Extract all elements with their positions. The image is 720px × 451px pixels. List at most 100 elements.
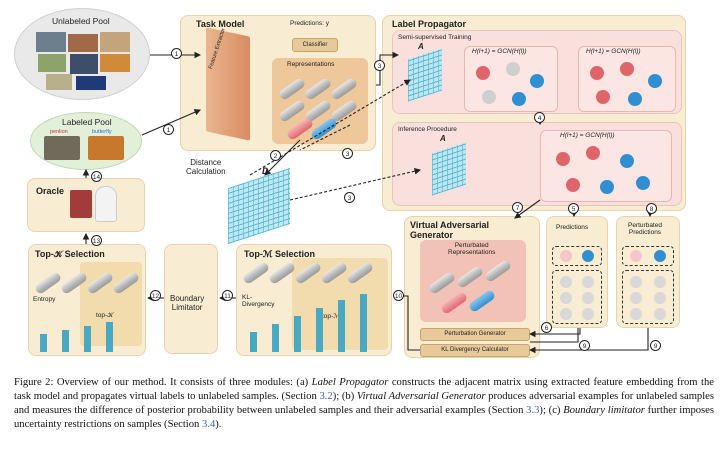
bar (40, 334, 47, 352)
label-propagator-title: Label Propagator (392, 19, 467, 29)
semi-supervised-label: Semi-supervised Training (398, 34, 472, 41)
graph-node (482, 90, 496, 104)
prediction-circle (560, 308, 572, 320)
step-number: 3 (374, 60, 385, 71)
labeled-tag-butterfly: butterfly (92, 129, 112, 135)
prediction-circle (582, 276, 594, 288)
prediction-circle (630, 250, 642, 262)
predictions-y-label: Predictions: y (290, 20, 330, 27)
graph-node (620, 62, 634, 76)
distance-calculation-label: Distance Calculation (186, 158, 226, 176)
kl-calculator-box: KL Divergency Calculator (420, 344, 530, 357)
step-number: 11 (222, 290, 233, 301)
step-number: 3 (344, 192, 355, 203)
prediction-circle (654, 250, 666, 262)
graph-node (636, 176, 650, 190)
unlabeled-images-collage (36, 32, 132, 92)
bar (294, 316, 301, 352)
labeled-pool-label: Labeled Pool (62, 117, 112, 127)
prediction-circle (654, 276, 666, 288)
step-number: 10 (393, 290, 404, 301)
top-m-small-label: top-ℳ (322, 313, 341, 320)
prediction-circle (654, 292, 666, 304)
dash-3a (299, 124, 351, 151)
bar (250, 332, 257, 352)
bar (272, 324, 279, 352)
representations-label: Representations (287, 61, 335, 68)
caption-ref[interactable]: 3.2 (319, 391, 333, 402)
caption-ref[interactable]: 3.4 (202, 419, 216, 430)
caption-vag: Virtual Adversarial Generator (356, 391, 486, 402)
graph-node (648, 74, 662, 88)
bar (62, 330, 69, 352)
bar (316, 308, 323, 352)
arrow-1b (141, 109, 202, 136)
oracle-doctor-icon (95, 186, 117, 222)
step-number: 9 (650, 340, 661, 351)
step-number: 5 (568, 203, 579, 214)
graph-node (596, 90, 610, 104)
bar (106, 322, 113, 352)
classifier-box: Classifier (292, 38, 338, 52)
arrow-10 (392, 292, 420, 351)
graph-node (620, 154, 634, 168)
caption-bl: Boundary limitator (563, 405, 645, 416)
graph-node (506, 62, 520, 76)
arrow-9a (530, 328, 579, 343)
gcn-graph-2 (578, 46, 676, 112)
graph-node (476, 66, 490, 80)
prediction-circle (560, 292, 572, 304)
oracle-label: Oracle (36, 186, 65, 196)
prediction-circle (630, 308, 642, 320)
prediction-circle (582, 292, 594, 304)
prediction-circle (630, 276, 642, 288)
caption-ref[interactable]: 3.3 (526, 405, 540, 416)
kl-divergency-label: KL- Divergency (242, 294, 275, 308)
perturbated-bottom-box (622, 270, 674, 324)
step-number: 13 (91, 235, 102, 246)
graph-node (530, 74, 544, 88)
inference-procedure-label: Inference Procedure (398, 126, 457, 133)
prediction-circle (582, 250, 594, 262)
labeled-image-vehicle (44, 136, 80, 160)
caption-lp: Label Propagator (311, 377, 389, 388)
top-k-bar-area (40, 318, 140, 352)
top-k-title: Top-𝒦 Selection (35, 249, 105, 259)
graph-node (600, 180, 614, 194)
arrow-9b (528, 328, 649, 354)
step-number: 1 (171, 48, 182, 59)
entropy-label: Entropy (33, 296, 56, 303)
graph-node (566, 178, 580, 192)
gcn-formula-1: H(l+1) = GCN(H(l)) (472, 48, 527, 55)
labeled-tag-penlion: penlion (50, 129, 68, 135)
perturbated-predictions-panel (616, 216, 680, 328)
figure-caption: Figure 2: Overview of our method. It con… (14, 377, 714, 430)
prediction-circle (582, 308, 594, 320)
prediction-circle (560, 276, 572, 288)
step-number: 8 (646, 203, 657, 214)
step-number: 2 (270, 150, 281, 161)
step-number: 6 (541, 322, 552, 333)
step-number: 7 (512, 202, 523, 213)
arrows-layer (82, 51, 654, 354)
bar (84, 326, 91, 352)
step-number: 12 (150, 290, 161, 301)
bar (360, 294, 367, 352)
step-number: 14 (91, 171, 102, 182)
top-m-bar-area (250, 290, 386, 352)
prediction-circle (560, 250, 572, 262)
task-model-title: Task Model (196, 19, 245, 29)
predictions-top-box (552, 246, 602, 266)
classifier-label: Classifier (302, 42, 328, 48)
step-number: 1 (163, 124, 174, 135)
kl-calculator-label: KL Divergency Calculator (441, 347, 509, 353)
graph-node (628, 92, 642, 106)
gcn-formula-3: H(l+1) = GCN(H(l)) (560, 132, 615, 139)
vag-title: Virtual Adversarial Generator (410, 220, 490, 240)
gcn-formula-2: H(l+1) = GCN(H(l)) (586, 48, 641, 55)
graph-node (590, 66, 604, 80)
matrix-a-infer-label: A (440, 134, 446, 143)
step-number: 4 (534, 112, 545, 123)
boundary-limitator-label: Boundary Limitator (170, 294, 205, 312)
top-k-small-label: top-𝒦 (96, 312, 114, 319)
